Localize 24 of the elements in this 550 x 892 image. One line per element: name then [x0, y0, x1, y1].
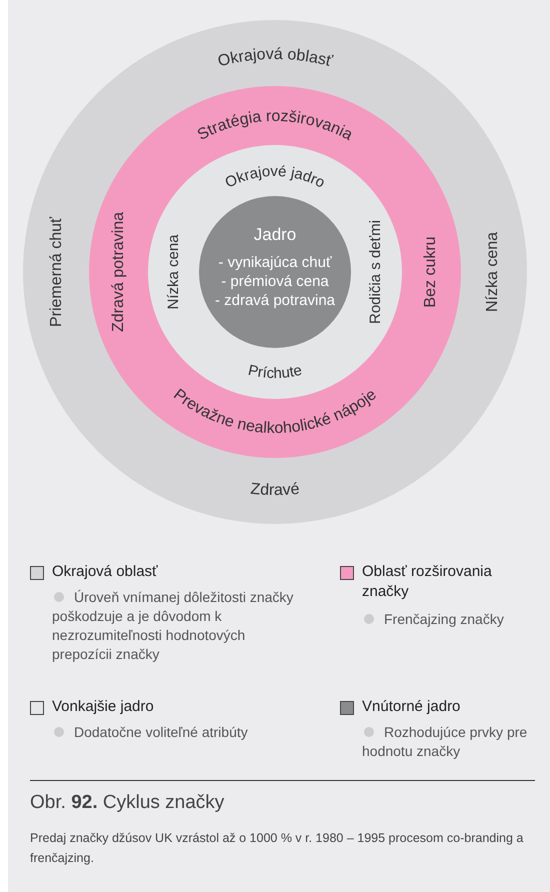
ring-bottom-label: Zdravé — [250, 480, 300, 500]
ring-right-label: Rodičia s deťmi — [366, 220, 384, 324]
core-attribute: - prémiová cena — [221, 273, 329, 290]
figure-caption: Predaj značky džúsov UK vzrástol až o 1000 % v r. 1980 – 1995 procesom co-branding a frenčajzing. — [30, 830, 524, 867]
ring-left-label: Nízka cena — [164, 234, 182, 310]
ring-left-label: Priemerná chuť — [48, 216, 66, 328]
ring-right-label: Bez cukru — [422, 236, 440, 308]
ring-right-label: Nízka cena — [484, 232, 502, 312]
ring-bottom-label: Príchute — [246, 362, 304, 382]
core-attribute: - vynikajúca chuť — [218, 254, 332, 271]
legend-label: Vonkajšie jadro — [52, 697, 155, 717]
legend-label: Oblasť rozširovania značky — [362, 562, 493, 602]
legend-description: Úroveň vnímanej dôležitosti značky poškodzuje a je dôvodom k nezrozumiteľnosti hodnotových prepozícii značky — [52, 588, 307, 664]
ring-left-label: Zdravá potravina — [110, 212, 128, 332]
ring-top-label: Okrajové jadro — [222, 162, 328, 192]
legend-description: Dodatočne voliteľné atribúty — [52, 723, 307, 742]
legend-label: Vnútorné jadro — [362, 697, 462, 717]
legend-description: Rozhodujúce prvky pre hodnotu značky — [362, 723, 532, 761]
figure-title: Obr. 92. Cyklus značky — [30, 792, 224, 814]
ring-top-label: Okrajová oblasť — [216, 46, 334, 70]
core-heading: Jadro — [254, 225, 296, 244]
legend-description: Frenčajzing značky — [362, 610, 532, 629]
core-attribute: - zdravá potravina — [214, 292, 336, 309]
legend-label: Okrajová oblasť — [52, 562, 159, 582]
